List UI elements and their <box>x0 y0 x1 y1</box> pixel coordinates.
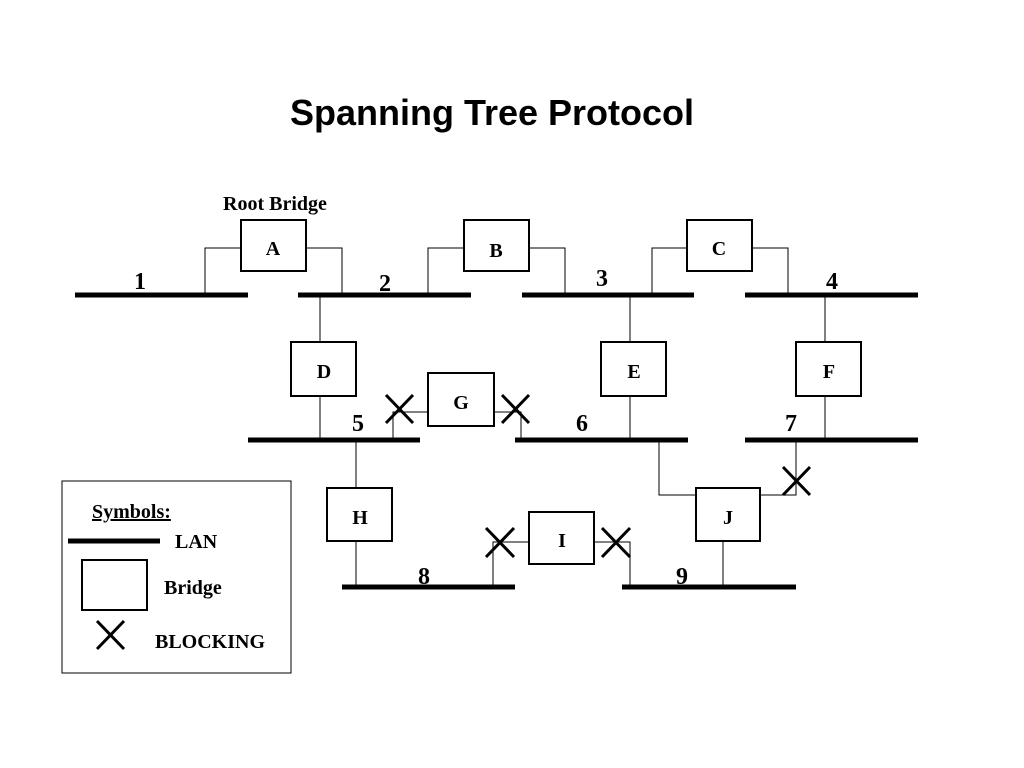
blocking-icon <box>500 393 531 425</box>
link-g-lan6 <box>494 411 522 440</box>
bridge-i-box <box>528 511 595 565</box>
lan-label-3: 3 <box>596 266 608 292</box>
legend-blocking-icon <box>95 619 126 651</box>
bridge-label-d: D <box>317 361 331 383</box>
bridge-label-b: B <box>489 240 502 262</box>
bridge-label-g: G <box>453 392 469 414</box>
legend-blocking-label: BLOCKING <box>155 631 265 653</box>
link-j-lan7 <box>760 440 797 496</box>
bridge-label-h: H <box>352 507 368 529</box>
blocking-icon <box>384 393 415 425</box>
legend: Symbols: LAN Bridge BLOCKING <box>61 480 292 674</box>
legend-heading: Symbols: <box>92 501 171 523</box>
page-title: Spanning Tree Protocol <box>289 92 695 133</box>
lan-label-7: 7 <box>785 411 797 437</box>
lan-label-4: 4 <box>826 269 838 295</box>
lan-label-1: 1 <box>134 269 146 295</box>
lan-labels: 1 2 3 4 5 6 7 8 9 <box>134 266 838 590</box>
legend-bridge-label: Bridge <box>164 577 222 599</box>
link-a-lan1 <box>204 247 241 295</box>
link-g-lan5 <box>392 411 428 440</box>
bridge-boxes <box>240 219 862 565</box>
lan-segments <box>75 292 918 590</box>
legend-frame <box>61 480 292 674</box>
bridge-a-box <box>240 219 307 272</box>
bridge-label-c: C <box>712 238 726 260</box>
bridge-f-box <box>795 341 862 397</box>
lan-label-9: 9 <box>676 564 688 590</box>
bridge-d-box <box>290 341 357 397</box>
bridge-e-box <box>600 341 667 397</box>
blocking-icon <box>600 526 632 559</box>
link-b-lan3 <box>529 247 566 295</box>
bridge-label-j: J <box>723 507 733 529</box>
lan-label-8: 8 <box>418 564 430 590</box>
bridge-j-box <box>695 487 761 542</box>
blocking-markers <box>384 393 812 559</box>
link-c-lan4 <box>752 247 789 295</box>
bridge-label-e: E <box>627 361 640 383</box>
legend-lan-label: LAN <box>175 531 218 553</box>
link-c-lan3 <box>651 247 687 295</box>
link-j-lan6 <box>658 440 696 496</box>
link-a-lan2 <box>306 247 343 295</box>
link-b-lan2 <box>427 247 464 295</box>
blocking-icon <box>781 465 812 497</box>
legend-bridge-symbol <box>81 559 148 611</box>
bridge-links <box>204 247 826 587</box>
lan-label-5: 5 <box>352 411 364 437</box>
bridge-h-box <box>326 487 393 542</box>
lan-label-6: 6 <box>576 411 588 437</box>
link-i-lan9 <box>594 541 631 587</box>
blocking-icon <box>484 526 516 559</box>
bridge-label-a: A <box>266 238 281 260</box>
root-bridge-label: Root Bridge <box>223 193 327 215</box>
bridge-label-i: I <box>558 530 566 552</box>
lan-label-2: 2 <box>379 271 391 297</box>
bridge-c-box <box>686 219 753 272</box>
bridge-labels: A B C D E F G H I J <box>266 238 835 552</box>
bridge-b-box <box>463 219 530 272</box>
bridge-g-box <box>427 372 495 427</box>
bridge-label-f: F <box>823 361 835 383</box>
link-i-lan8 <box>492 541 529 587</box>
